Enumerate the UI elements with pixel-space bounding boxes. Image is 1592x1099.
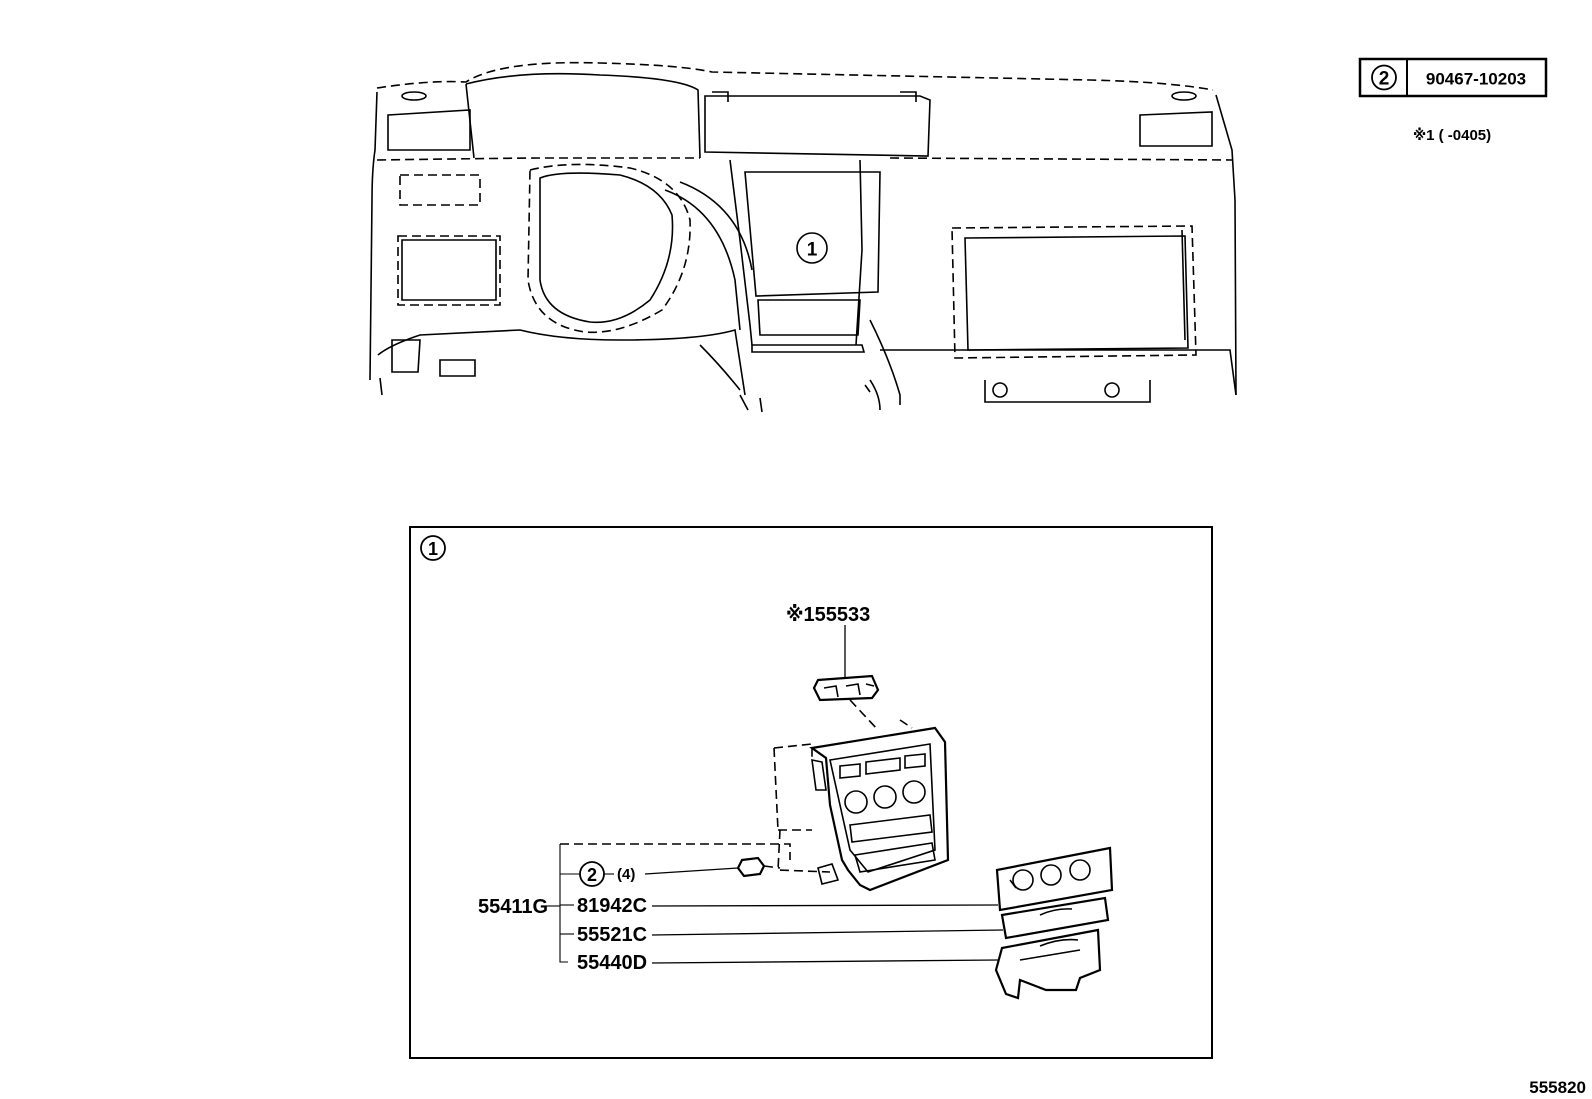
diagram-id: 555820 <box>1529 1078 1586 1097</box>
detail-box-callout: 1 <box>428 539 438 559</box>
control-panel-part <box>995 846 1114 912</box>
centre-cluster-panel <box>773 699 950 892</box>
label-switch-top: ※155533 <box>786 604 870 626</box>
label-clip-qty: (4) <box>617 866 635 883</box>
reference-table: 2 90467-10203 <box>1358 57 1548 98</box>
label-control-panel: 81942C <box>577 895 647 917</box>
lower-panel-part <box>994 928 1102 1000</box>
dashboard-illustration: 1 <box>369 61 1237 413</box>
label-lower-panel: 55440D <box>577 952 647 974</box>
dashboard-callout: 1 <box>807 240 818 261</box>
reference-part-number: 90467-10203 <box>1426 70 1526 89</box>
switch-part: ※155533 <box>786 604 880 702</box>
label-clip-callout: 2 <box>587 865 597 885</box>
label-panel-assembly: 55411G <box>478 896 548 918</box>
label-pocket: 55521C <box>577 924 647 946</box>
clip-part <box>736 856 781 878</box>
pocket-part <box>1000 896 1110 940</box>
part-leaders: 2 (4) 55411G 81942C 55521C 55440D <box>478 843 1004 974</box>
reference-callout: 2 <box>1379 69 1390 90</box>
footnote: ※1 ( -0405) <box>1413 126 1491 144</box>
detail-box: 1 <box>409 526 1213 1059</box>
